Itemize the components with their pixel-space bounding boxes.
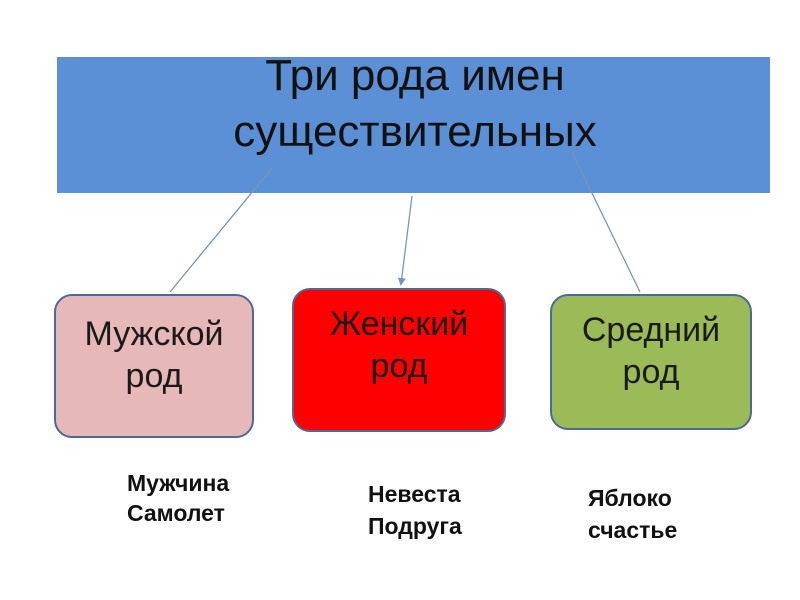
feminine-label-line2: род <box>370 347 428 385</box>
title-line-1: Три рода имен <box>265 51 565 100</box>
connector-feminine <box>397 195 413 286</box>
feminine-label-line1: Женский <box>329 305 469 343</box>
masculine-gender-box: Мужской род <box>54 294 254 438</box>
masculine-label-line1: Мужской <box>84 315 224 353</box>
example-word: Яблоко <box>588 485 672 511</box>
masculine-examples: Мужчина Самолет <box>127 468 229 528</box>
neuter-label-line1: Средний <box>581 311 721 349</box>
connector-masculine <box>169 167 273 293</box>
neuter-gender-box: Средний род <box>550 294 752 430</box>
example-word: Самолет <box>127 500 225 526</box>
example-word: Подруга <box>368 513 462 539</box>
title-banner <box>57 57 770 193</box>
feminine-gender-box: Женский род <box>292 288 506 432</box>
example-word: Невеста <box>368 481 461 507</box>
masculine-label-line2: род <box>125 357 183 395</box>
example-word: счастье <box>588 517 678 543</box>
neuter-examples: Яблоко счастье <box>588 482 677 546</box>
slide-title: Три рода имен существительных <box>185 48 645 160</box>
neuter-label-line2: род <box>622 353 680 391</box>
title-line-2: существительных <box>233 107 597 156</box>
example-word: Мужчина <box>127 470 230 496</box>
feminine-examples: Невеста Подруга <box>368 478 462 542</box>
connector-neuter <box>571 151 641 293</box>
